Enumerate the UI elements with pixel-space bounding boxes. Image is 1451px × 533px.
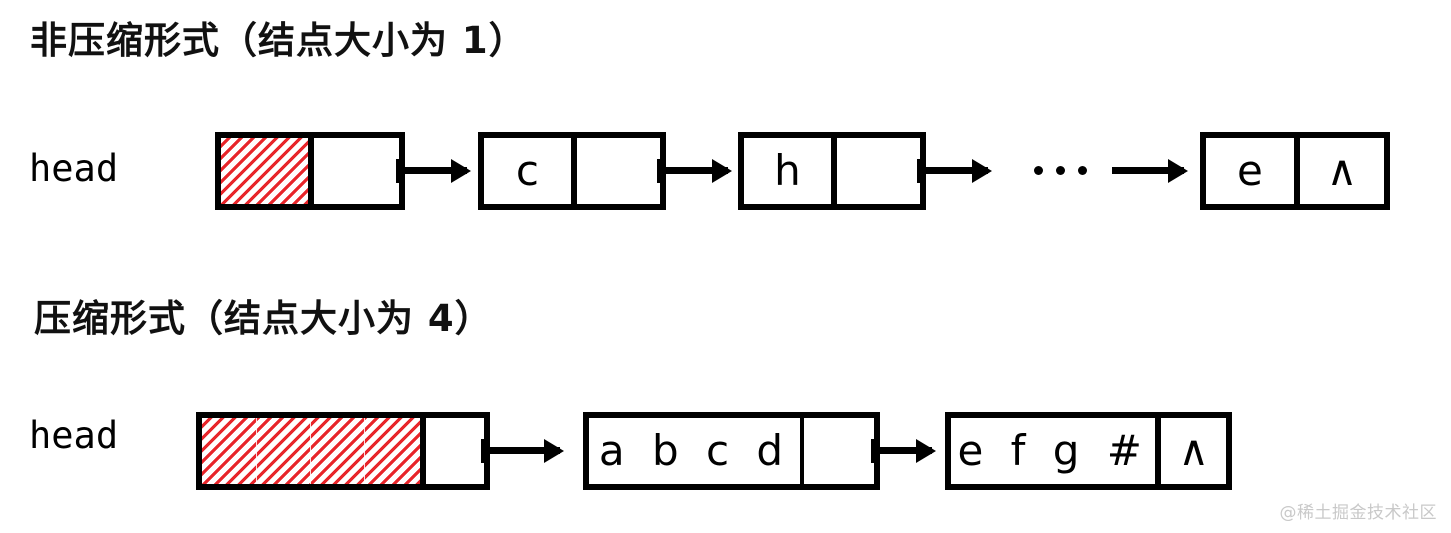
row1-node-e-null-cell: ∧ xyxy=(1293,138,1384,204)
null-pointer-icon: ∧ xyxy=(1326,146,1358,195)
row2-node-efg: e f g # ∧ xyxy=(945,412,1232,490)
pointer-tick-icon xyxy=(917,159,923,183)
section-title-uncompressed: 非压缩形式（结点大小为 1） xyxy=(30,19,527,62)
row1-node-c-pointer-cell xyxy=(570,138,663,204)
row2-arrow-2 xyxy=(872,447,932,454)
ellipsis-dot xyxy=(1056,166,1065,175)
row1-ellipsis xyxy=(1034,166,1087,175)
row1-node-h-value: h xyxy=(774,146,801,195)
row1-arrow-3 xyxy=(926,167,988,174)
row2-node-abcd: a b c d xyxy=(583,412,880,490)
ellipsis-dot xyxy=(1078,166,1087,175)
row1-node-c-data-cell: c xyxy=(484,138,571,204)
row2-node-abcd-value: a b c d xyxy=(598,426,791,475)
row1-head-data-cell xyxy=(221,138,308,204)
row1-head-node xyxy=(215,132,405,210)
row1-head-pointer-cell xyxy=(307,138,402,204)
row1-node-h: h xyxy=(738,132,926,210)
watermark: @稀土掘金技术社区 xyxy=(1279,503,1437,523)
hatch-separator xyxy=(256,418,257,484)
row1-node-h-pointer-cell xyxy=(830,138,923,204)
row2-head-node xyxy=(196,412,490,490)
row1-node-e: e ∧ xyxy=(1200,132,1390,210)
pointer-tick-icon xyxy=(481,439,487,463)
row1-node-h-data-cell: h xyxy=(744,138,831,204)
row2-node-efg-data-cell: e f g # xyxy=(951,418,1156,484)
pointer-tick-icon xyxy=(657,159,663,183)
row2-head-pointer-cell xyxy=(420,418,487,484)
row2-head-data-cells xyxy=(202,418,420,484)
hatch-separator xyxy=(364,418,365,484)
head-label-row2: head xyxy=(29,414,119,457)
row1-arrow-1 xyxy=(405,167,467,174)
ellipsis-dot xyxy=(1034,166,1043,175)
section-title-compressed: 压缩形式（结点大小为 4） xyxy=(34,297,493,340)
row2-node-abcd-pointer-cell xyxy=(800,418,877,484)
null-pointer-icon: ∧ xyxy=(1178,426,1210,475)
row1-node-c-value: c xyxy=(515,146,540,195)
row2-node-efg-null-cell: ∧ xyxy=(1155,418,1226,484)
row1-arrow-4 xyxy=(1112,167,1184,174)
row2-node-abcd-data-cell: a b c d xyxy=(589,418,800,484)
pointer-tick-icon xyxy=(396,159,402,183)
row1-node-c: c xyxy=(478,132,666,210)
row2-node-efg-value: e f g # xyxy=(957,426,1149,475)
row1-node-e-value: e xyxy=(1237,146,1263,195)
head-label-row1: head xyxy=(29,147,119,190)
row1-node-e-data-cell: e xyxy=(1206,138,1294,204)
hatch-separator xyxy=(310,418,311,484)
row2-arrow-1 xyxy=(490,447,560,454)
row1-arrow-2 xyxy=(666,167,728,174)
